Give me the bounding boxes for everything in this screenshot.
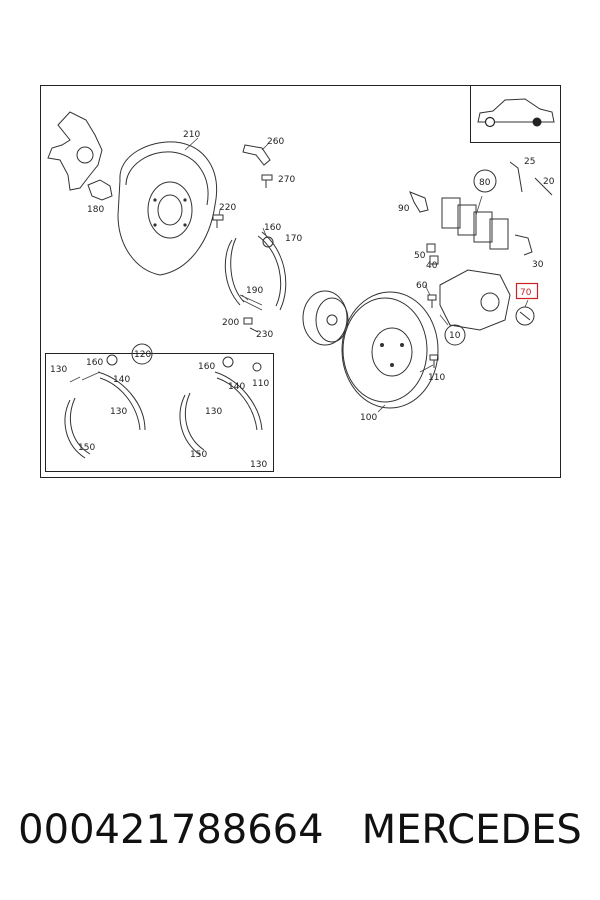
screw-60 <box>427 294 437 308</box>
label-120: 120 <box>134 350 151 360</box>
label-30: 30 <box>532 260 544 270</box>
label-260: 260 <box>267 137 284 147</box>
inset-shoes <box>64 354 263 459</box>
label-170: 170 <box>285 234 302 244</box>
label-160: 160 <box>264 223 281 233</box>
label-60: 60 <box>416 281 428 291</box>
bracket <box>242 144 271 166</box>
label-190: 190 <box>246 286 263 296</box>
label-140-b: 140 <box>228 382 245 392</box>
label-80: 80 <box>479 178 491 188</box>
label-270: 270 <box>278 175 295 185</box>
label-40: 40 <box>426 261 438 271</box>
brake-pads <box>441 169 509 250</box>
label-220: 220 <box>219 203 236 213</box>
brake-disc <box>341 291 439 409</box>
label-150-a: 150 <box>78 443 95 453</box>
label-100: 100 <box>360 413 377 423</box>
diagram-frame <box>40 85 561 478</box>
label-160-a: 160 <box>86 358 103 368</box>
wheel-hub <box>302 290 349 346</box>
part-number: 000421788664 <box>18 807 324 853</box>
bleeder-screws <box>426 243 439 265</box>
brand-name: MERCEDES <box>361 807 582 853</box>
parking-brake-shoe <box>224 231 287 311</box>
label-110-b: 110 <box>252 379 269 389</box>
label-20: 20 <box>543 177 555 187</box>
label-130-a: 130 <box>50 365 67 375</box>
small-parts <box>243 317 259 333</box>
label-130-c: 130 <box>205 407 222 417</box>
caption: 000421788664 MERCEDES <box>0 800 600 860</box>
label-210: 210 <box>183 130 200 140</box>
screw-270 <box>261 174 273 188</box>
highlight-box-70 <box>515 282 539 300</box>
label-140-a: 140 <box>113 375 130 385</box>
backing-plate <box>117 141 217 276</box>
label-150-b: 150 <box>190 450 207 460</box>
label-160-b: 160 <box>198 362 215 372</box>
label-130-d: 130 <box>250 460 267 470</box>
label-230: 230 <box>256 330 273 340</box>
label-10: 10 <box>449 331 461 341</box>
label-50: 50 <box>414 251 426 261</box>
spring-clip <box>514 234 533 256</box>
leader-lines <box>184 137 529 413</box>
label-110: 110 <box>428 373 445 383</box>
label-180: 180 <box>87 205 104 215</box>
brake-caliper <box>439 269 511 346</box>
label-130-b: 130 <box>110 407 127 417</box>
screw-220 <box>212 214 224 228</box>
steering-knuckle <box>47 111 113 201</box>
sedan-car-icon <box>470 85 561 143</box>
screw-110 <box>429 354 439 368</box>
wear-sensor <box>409 191 429 213</box>
label-200: 200 <box>222 318 239 328</box>
parking-brake-inset <box>45 353 274 472</box>
label-90: 90 <box>398 204 410 214</box>
label-70: 70 <box>520 288 532 298</box>
label-25: 25 <box>524 157 535 167</box>
pins <box>509 161 553 196</box>
